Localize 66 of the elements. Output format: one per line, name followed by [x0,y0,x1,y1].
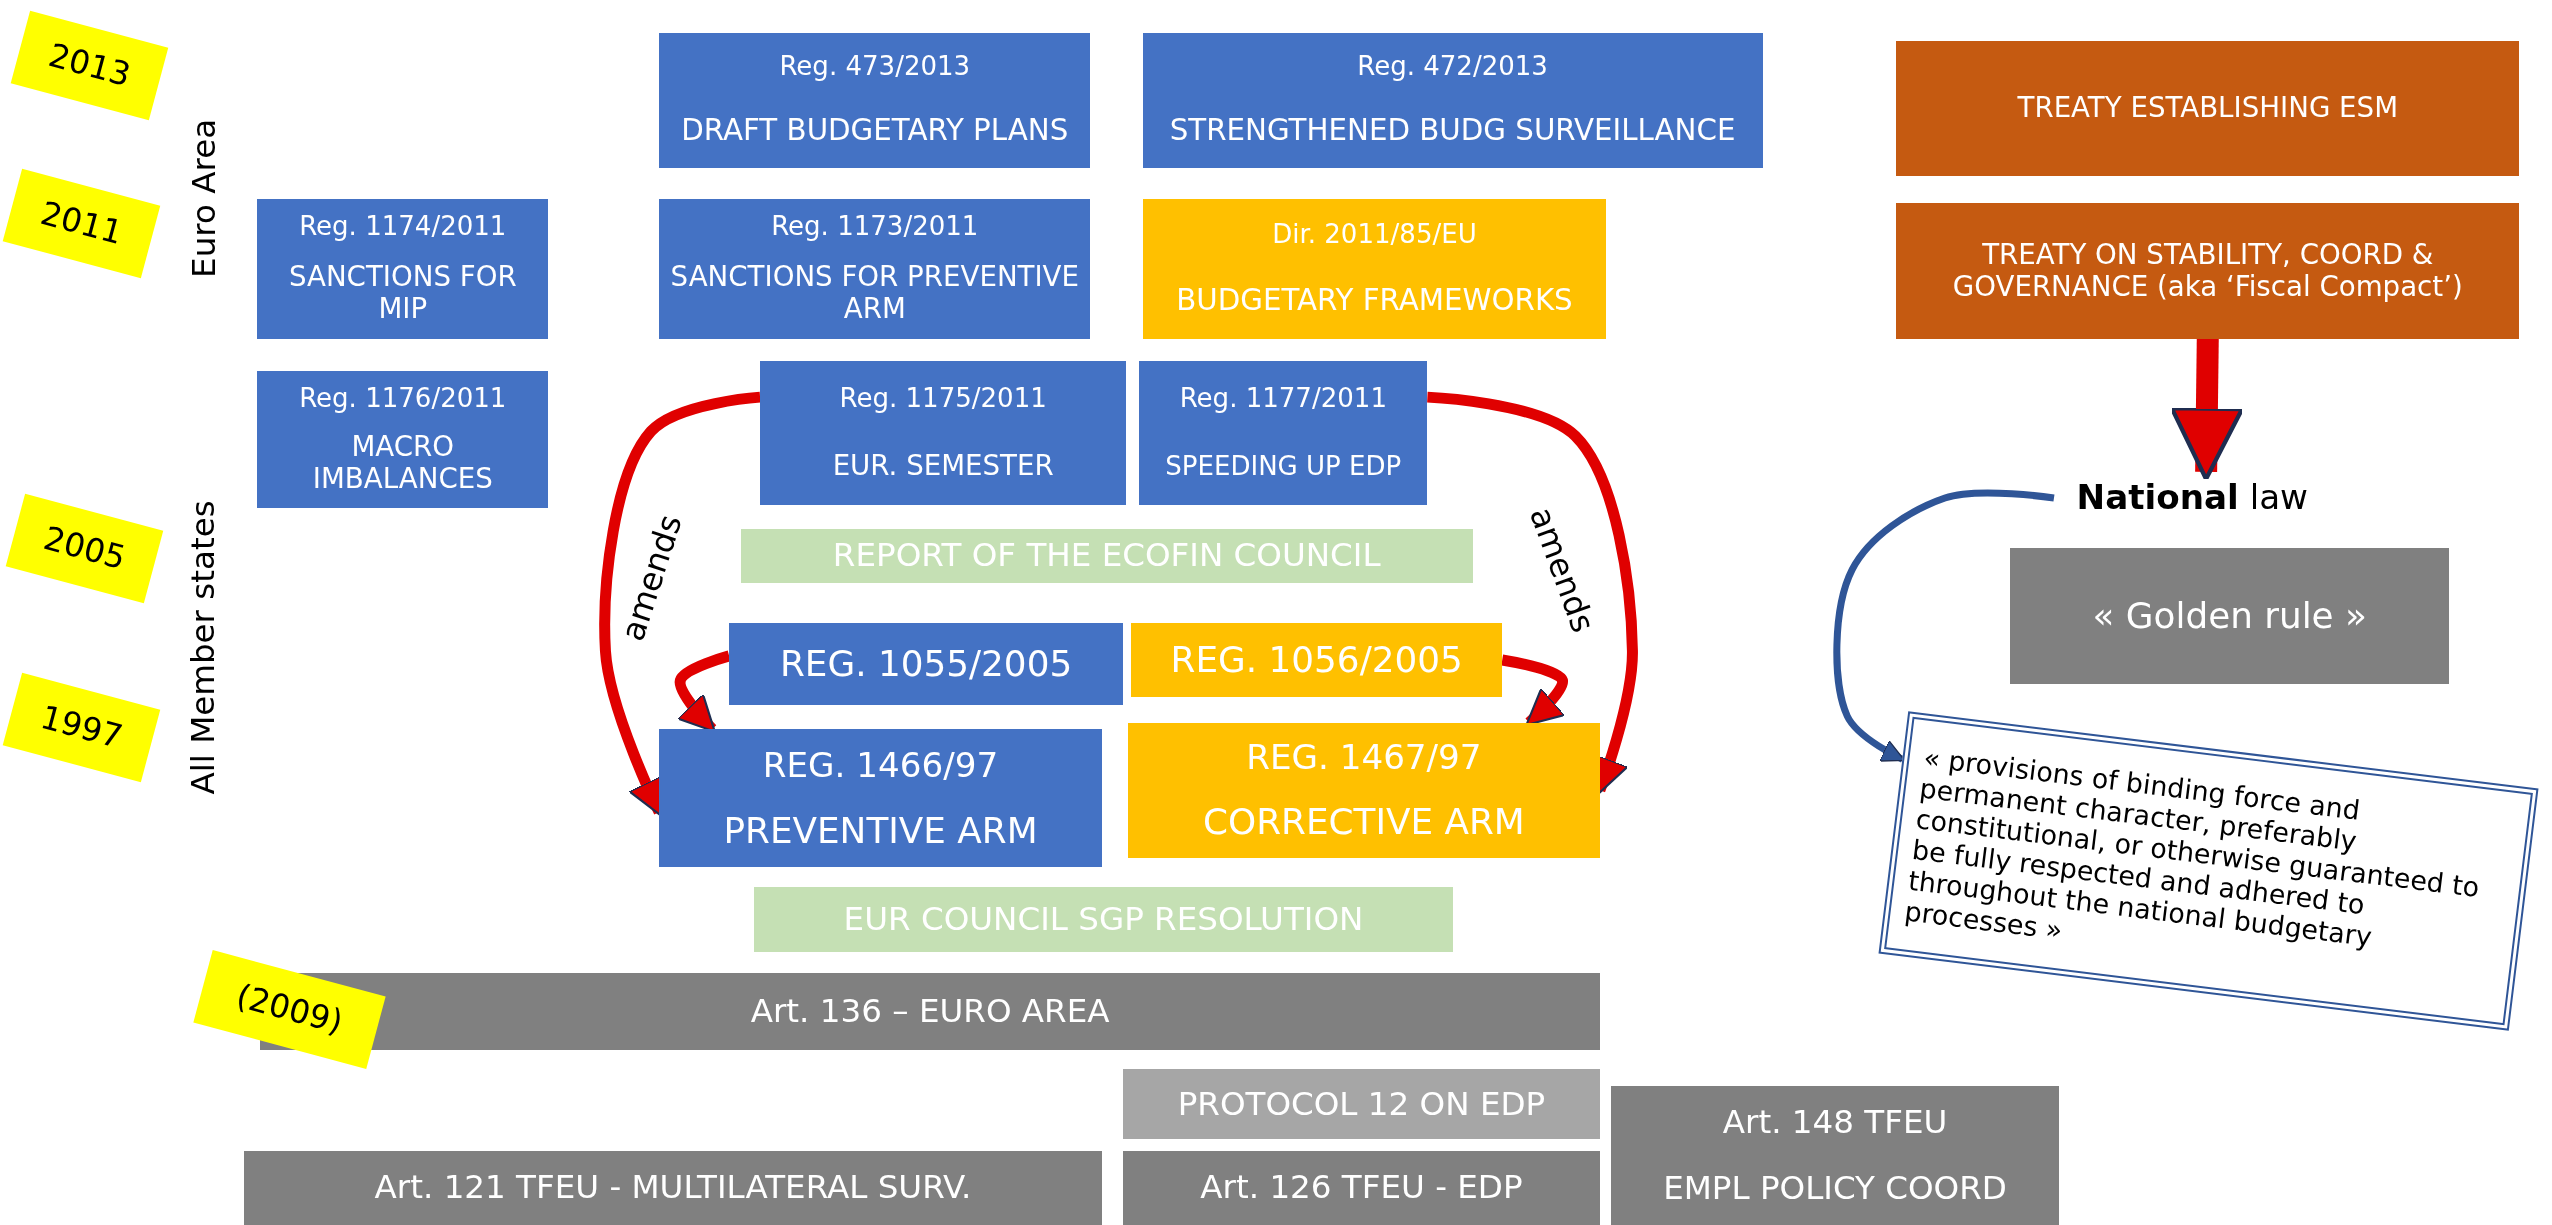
box-title: EUR COUNCIL SGP RESOLUTION [843,900,1364,939]
regulation-number: Reg. 1174/2011 [299,212,507,243]
box-title: « Golden rule » [2092,595,2367,637]
box-title: REG. 1056/2005 [1170,639,1463,681]
regulation-box [659,32,1091,168]
article-box [1611,1085,2059,1225]
regulation-number: Reg. 1175/2011 [839,383,1047,414]
box-title: REG. 1055/2005 [779,643,1073,685]
regulation-number: Reg. 473/2013 [779,52,971,83]
section-label: All Member states [183,499,224,797]
box-title: REPORT OF THE ECOFIN COUNCIL [832,537,1381,575]
treaty-box [1896,203,2520,339]
box-title: Art. 121 TFEU - MULTILATERAL SURV. [374,1169,972,1207]
regulation-box [1127,722,1600,858]
protocol-box [1123,1069,1600,1140]
box-title: SANCTIONS FOR PREVENTIVE ARM [669,261,1080,325]
box-title: SPEEDING UP EDP [1165,451,1402,482]
regulation-box [257,198,549,339]
year-tag: 2011 [2,168,161,278]
arrow [2169,338,2245,482]
regulation-box [659,198,1091,339]
section-heading: National law [2076,478,2308,518]
year-tag: 1997 [2,672,161,783]
report-band [740,528,1473,583]
regulation-box [1142,32,1763,168]
box-title: Art. 136 – EURO AREA [750,992,1110,1031]
regulation-number: Reg. 472/2013 [1357,52,1548,83]
article-bar [1123,1150,1600,1225]
edge-label: amends [611,509,691,648]
regulation-number: REG. 1467/97 [1246,738,1482,778]
arrow [599,391,761,817]
box-title: MACRO IMBALANCES [311,431,494,495]
box-title: CORRECTIVE ARM [1203,800,1525,843]
box-title: EMPL POLICY COORD [1663,1169,2007,1208]
regulation-number: REG. 1466/97 [762,745,999,785]
box-title: PROTOCOL 12 ON EDP [1177,1085,1546,1123]
directive-box [1142,198,1607,339]
regulation-box [659,729,1102,868]
box-title: TREATY ON STABILITY, COORD & GOVERNANCE (aka ‘Fiscal Compact’) [1951,239,2464,303]
box-title: SANCTIONS FOR MIP [287,261,518,325]
regulation-box [729,623,1123,705]
arrow [1427,391,1638,795]
section-label: Euro Area [183,118,224,281]
box-title: EUR. SEMESTER [832,450,1054,483]
regulation-number: Art. 148 TFEU [1722,1103,1948,1142]
box-title: PREVENTIVE ARM [723,809,1038,851]
box-title: DRAFT BUDGETARY PLANS [681,114,1069,148]
resolution-band [753,887,1454,953]
regulation-number: Reg. 1176/2011 [299,383,507,414]
treaty-box [1896,40,2520,176]
box-title: TREATY ESTABLISHING ESM [2017,92,2398,125]
regulation-number: Reg. 1173/2011 [771,212,979,243]
quote-text: « provisions of binding force and permanent character, preferably constitutional, or otherwise guaranteed to be fully respected and adhered to throughout the national budgetary processes » [1903,742,2483,954]
regulation-box [760,361,1127,505]
article-bar [244,1150,1102,1225]
arrow [1833,489,2055,763]
year-tag: 2005 [5,493,164,604]
regulation-number: Dir. 2011/85/EU [1272,219,1477,250]
regulation-number: Reg. 1177/2011 [1179,384,1387,415]
box-title: BUDGETARY FRAMEWORKS [1176,283,1573,318]
box-title: Art. 126 TFEU - EDP [1200,1169,1523,1207]
box-title: STRENGTHENED BUDG SURVEILLANCE [1169,114,1736,148]
regulation-box [1131,623,1503,697]
regulation-box [257,371,549,508]
year-tag: 2013 [10,10,169,120]
regulation-box [1139,361,1428,505]
